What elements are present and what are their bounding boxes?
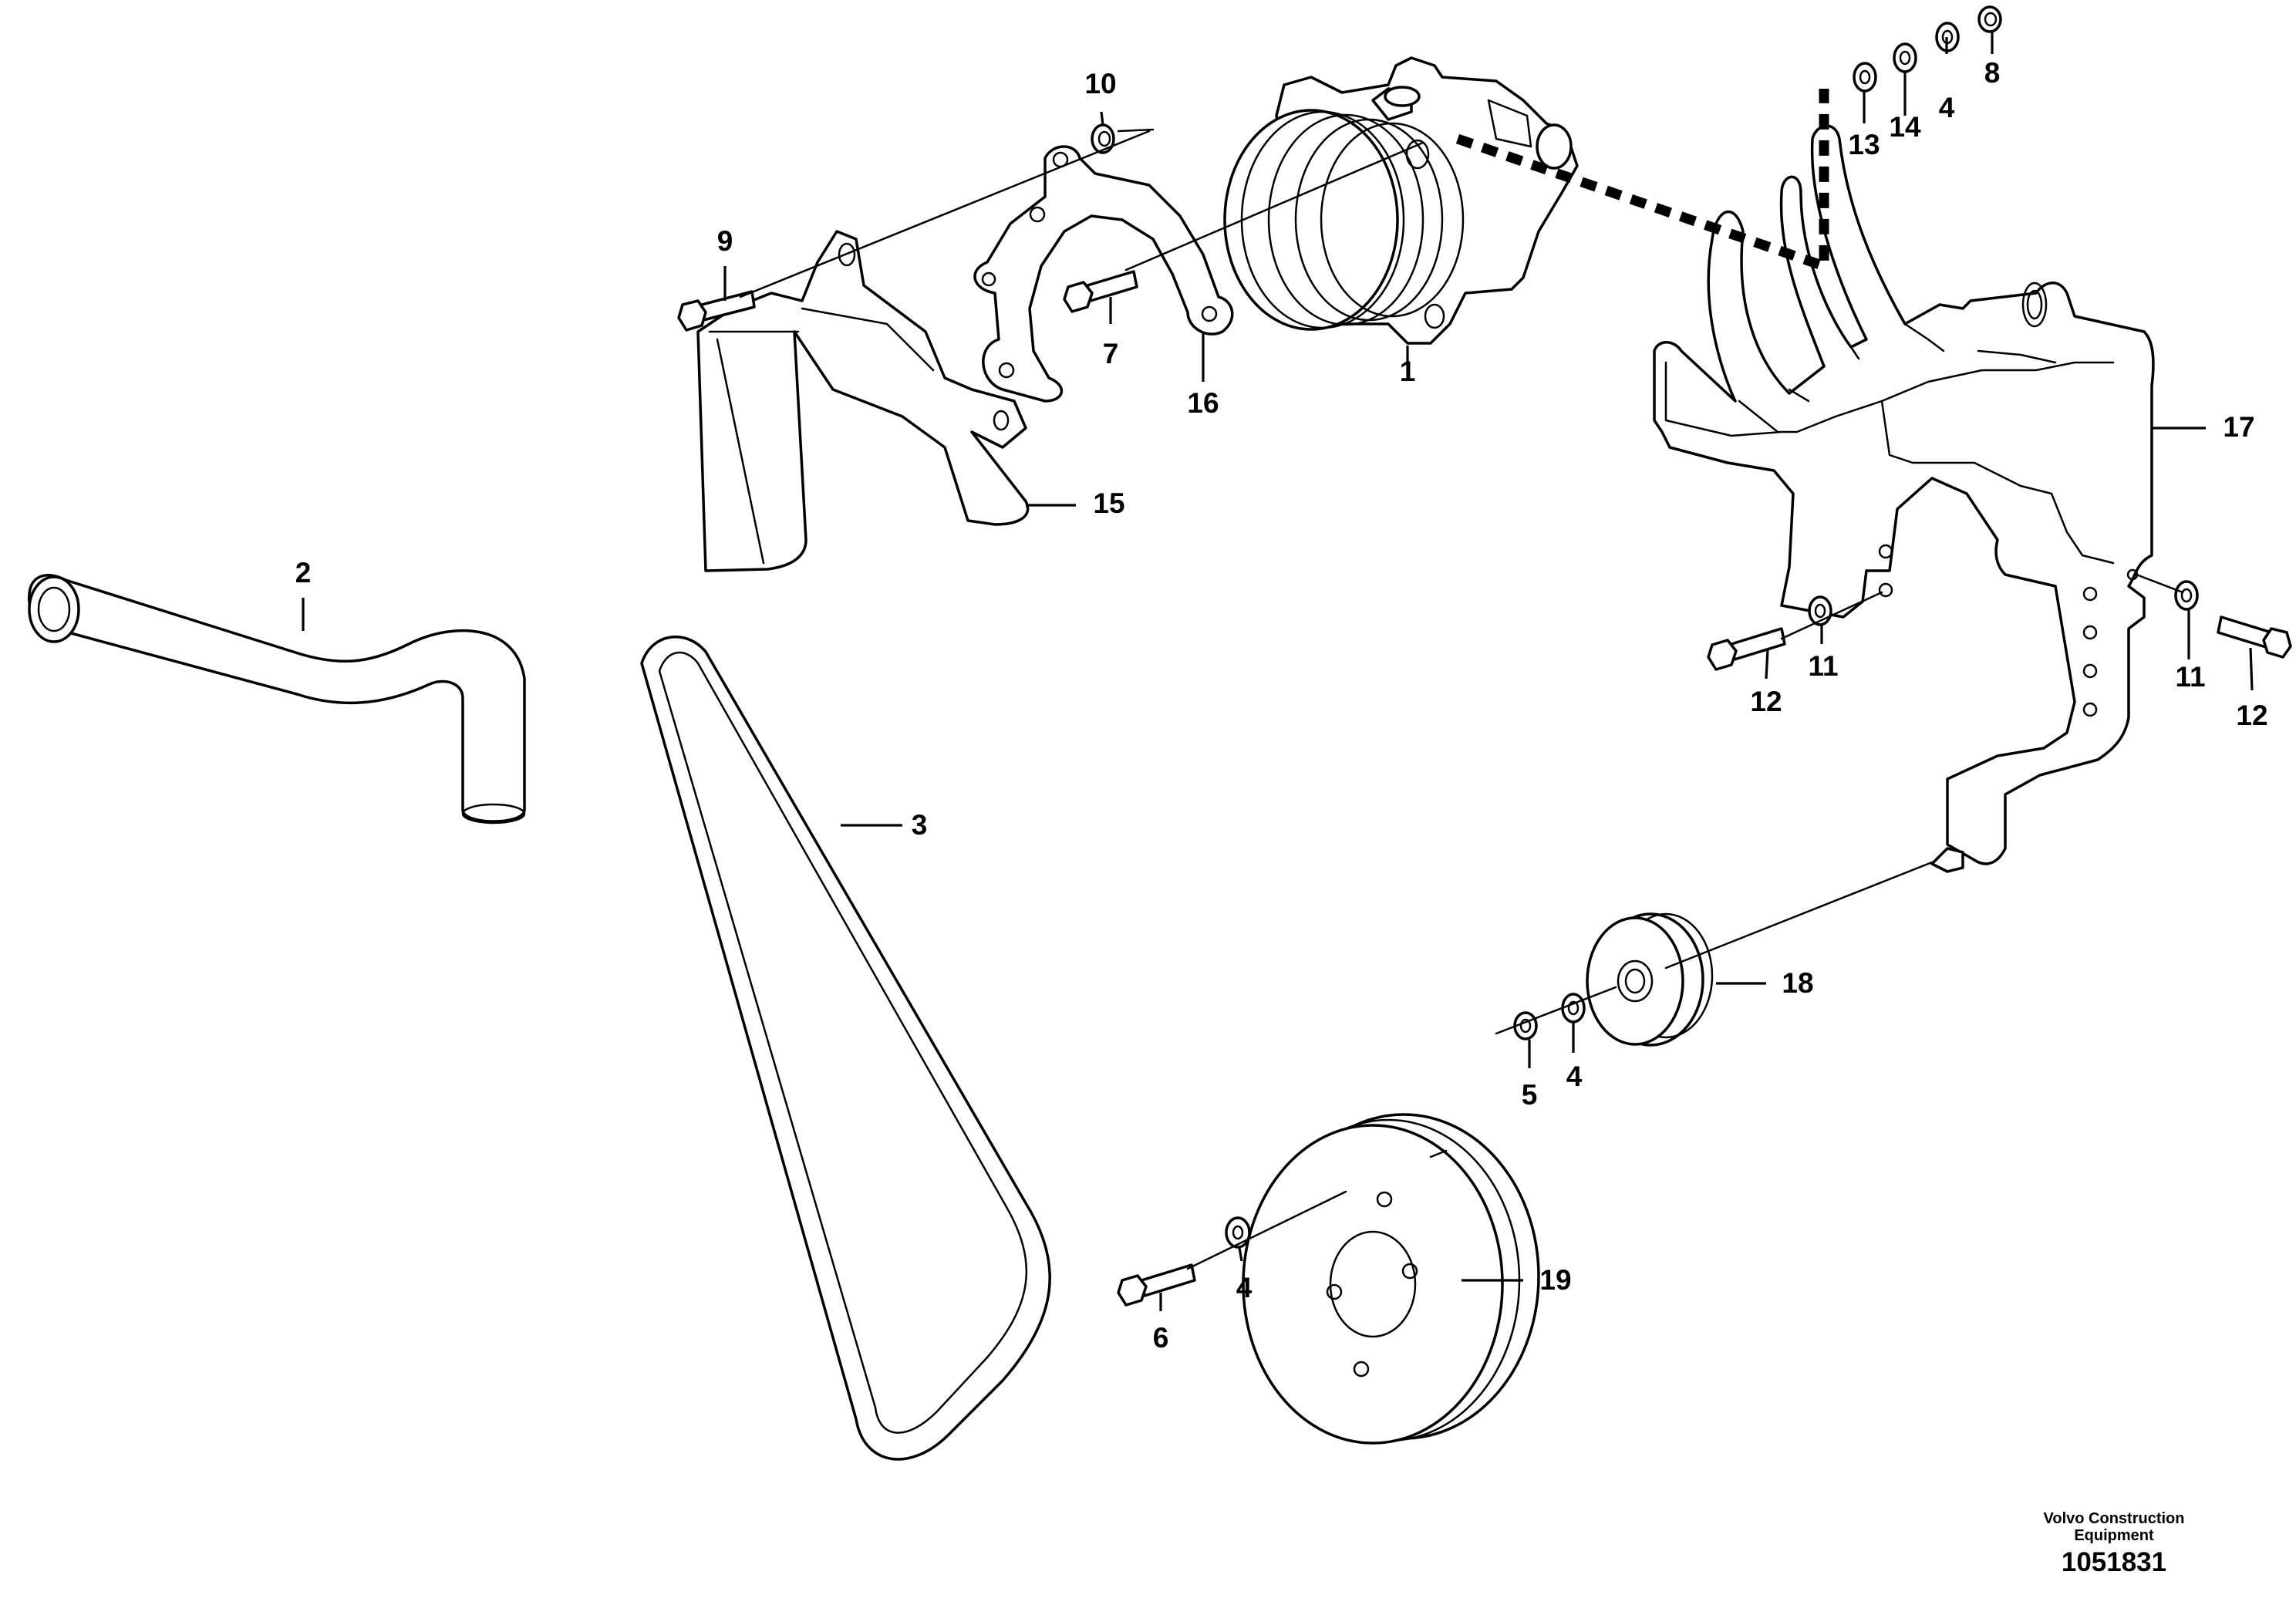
washer-11-right	[2174, 580, 2199, 611]
callout-14: 14	[1889, 111, 1921, 143]
washer-4-bottom	[1225, 1216, 1251, 1249]
bolt-12-left	[1707, 627, 1786, 671]
callout-1: 1	[1400, 356, 1416, 387]
mounting-plate	[973, 145, 1234, 403]
callout-17: 17	[2223, 411, 2254, 443]
leader-lines	[302, 31, 2254, 1311]
callout-11-left: 11	[1808, 650, 1838, 682]
callout-6: 6	[1153, 1322, 1169, 1354]
washer-4-mid	[1561, 993, 1586, 1023]
bolt-12-right	[2217, 615, 2292, 659]
publisher-name-line1: Volvo Construction	[2043, 1510, 2185, 1527]
washer-13	[1853, 62, 1877, 93]
callout-2: 2	[295, 557, 312, 588]
callout-11-right: 11	[2175, 661, 2205, 693]
bolt-9	[677, 290, 756, 332]
callout-18: 18	[1782, 967, 1813, 999]
routing-dashed-line	[1455, 89, 1829, 274]
callout-3: 3	[912, 809, 928, 841]
bolt-6	[1117, 1263, 1196, 1307]
callout-8: 8	[1984, 57, 2001, 89]
washer-14	[1893, 42, 1917, 73]
coolant-hose	[27, 574, 526, 824]
illustration-number: 1051831	[2061, 1547, 2167, 1577]
nut-8	[1977, 5, 2002, 33]
callout-12-right: 12	[2236, 700, 2267, 731]
nut-10	[1091, 123, 1115, 154]
callout-4-mid: 4	[1566, 1061, 1583, 1092]
publisher-name-line2: Equipment	[2074, 1527, 2154, 1544]
crankshaft-pulley	[1242, 1113, 1540, 1445]
ac-compressor	[1223, 56, 1579, 345]
callout-15: 15	[1093, 487, 1124, 519]
callout-13: 13	[1848, 129, 1880, 160]
callout-4-top: 4	[1939, 92, 1955, 123]
callout-12-left: 12	[1750, 686, 1782, 717]
callout-10: 10	[1084, 68, 1116, 99]
callout-labels: 1 2 3 4 4 4 5 6 7 8 9 10 11 11 12 12 13 …	[295, 57, 2268, 1354]
callout-4-bottom: 4	[1236, 1272, 1253, 1303]
belt-guard-bracket	[696, 230, 1030, 572]
callout-5: 5	[1522, 1079, 1538, 1111]
bolt-7	[1063, 270, 1138, 313]
callout-16: 16	[1187, 387, 1219, 419]
callout-7: 7	[1103, 338, 1119, 369]
assembly-axis-lines	[739, 128, 2184, 1270]
publisher-credit: Volvo Construction Equipment 1051831	[1998, 1510, 2230, 1578]
callout-9: 9	[717, 225, 733, 257]
callout-19: 19	[1539, 1264, 1571, 1296]
drive-belt	[640, 635, 1051, 1461]
idler-pulley	[1586, 912, 1714, 1047]
